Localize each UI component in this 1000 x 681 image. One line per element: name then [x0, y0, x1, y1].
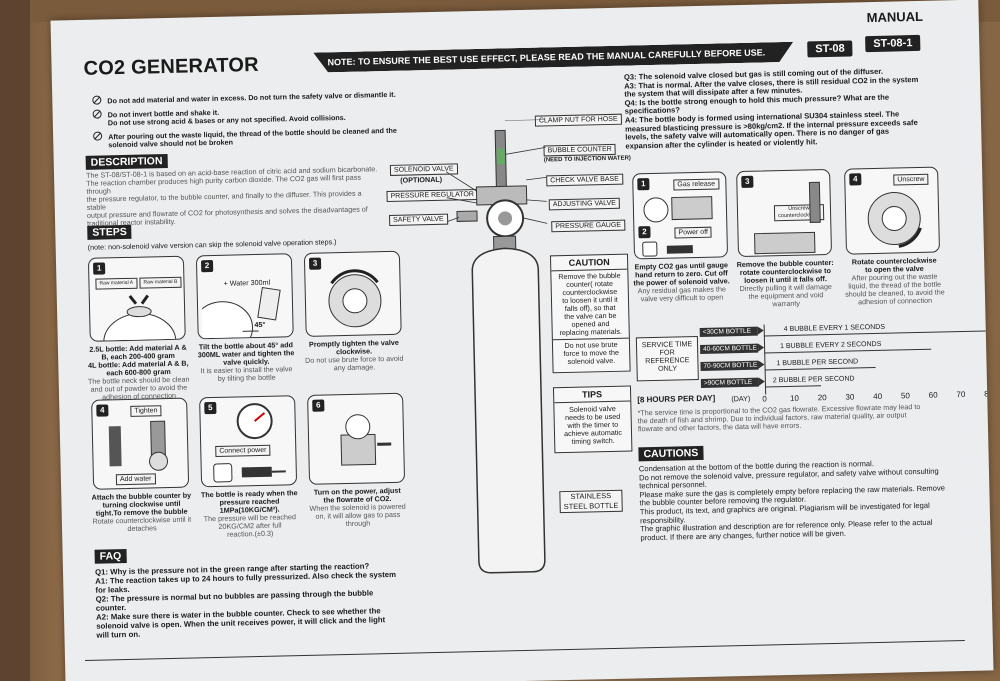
faq-right-text: Q3: The solenoid valve closed but gas is… [623, 66, 919, 151]
pressure-gauge-icon [236, 403, 273, 440]
caution-heading: CAUTION [550, 254, 628, 272]
valve-rotate-icon [328, 269, 382, 328]
manual-sheet: MANUAL CO2 GENERATOR NOTE: TO ENSURE THE… [50, 0, 994, 681]
tag-raw-material-b: Raw material B [139, 276, 182, 289]
note-text: NOTE: TO ENSURE THE BEST USE EFFECT, PLE… [327, 47, 766, 68]
bottle-neck-icon [103, 294, 177, 342]
steps-heading: STEPS [87, 224, 132, 240]
cautions-text: Condensation at the bottom of the bottle… [638, 459, 946, 543]
day-tick-label: 50 [900, 391, 910, 401]
step-2-illustration: 2 + Water 300ml 45° [195, 253, 294, 340]
step-1-caption: 2.5L bottle: Add material A &B, each 200… [87, 342, 190, 402]
tank-size-bar: 70-90CM BOTTLE [700, 360, 759, 371]
manual-label: MANUAL [866, 8, 924, 26]
day-tick-label: 40 [873, 391, 883, 402]
step-5-illustration: 5 Connect power [199, 395, 298, 488]
tilted-bottle-icon [201, 286, 281, 340]
step-1-illustration: 1 Raw material A Raw material B [87, 255, 186, 342]
model-badge-2: ST-08-1 [865, 34, 921, 53]
prohibited-icon [92, 95, 102, 105]
tag-connect-power: Connect power [215, 444, 271, 457]
tips-heading: TIPS [553, 386, 631, 404]
label-safety-valve: SAFETY VALVE [389, 213, 448, 226]
tag-tighten: Tighten [130, 405, 162, 417]
warnings-list: Do not add material and water in excess.… [92, 88, 453, 150]
service-time-chart: (DAY) <30CM BOTTLE 4 BUBBLE EVERY 1 SECON… [699, 315, 993, 406]
step-4-illustration: 4 Tighten Add water [91, 397, 190, 490]
label-optional: (OPTIONAL) [400, 174, 443, 185]
day-tick-label: 70 [956, 389, 966, 400]
steps-note: (note: non-solenoid valve version can sk… [87, 237, 337, 252]
remove-counter-icon [754, 181, 821, 255]
faq-text: Q1: Why is the pressure not in the green… [94, 561, 397, 640]
step-6-illustration: 6 [307, 392, 406, 485]
label-injection-water: (NEED TO INJECTION WATER) [543, 155, 631, 164]
model-badge-1: ST-08 [807, 40, 853, 58]
right-panel-3-caption: Remove the bubble counter:rotate counter… [736, 257, 834, 309]
open-valve-icon [867, 192, 922, 248]
day-tick-label: 60 [928, 390, 938, 400]
gauge-release-icon [643, 196, 713, 223]
day-tick-label: 10 [789, 393, 800, 403]
prohibited-icon [92, 109, 102, 119]
description-heading: DESCRIPTION [85, 153, 168, 170]
day-tick-label: 20 [817, 393, 827, 403]
co2-bottle-diagram [445, 119, 548, 574]
bubble-rate-label: 1 BUBBLE PER SECOND [776, 358, 859, 368]
prohibited-icon [93, 131, 103, 141]
day-axis-label: (DAY) [731, 393, 751, 404]
flow-adjust-icon [340, 414, 392, 466]
bubble-rate-label: 2 BUBBLE PER SECOND [772, 375, 855, 385]
tag-raw-material-a: Raw material A [95, 277, 138, 290]
power-plug-icon [213, 463, 286, 483]
tag-power-off: Power off [674, 226, 713, 239]
bottom-rule [85, 640, 965, 661]
note-banner: NOTE: TO ENSURE THE BEST USE EFFECT, PLE… [313, 42, 793, 73]
step-3-illustration: 3 [303, 250, 402, 337]
bubble-rate-label: 4 BUBBLE EVERY 1 SECONDS [783, 323, 886, 334]
service-days-line [764, 366, 876, 371]
label-check-valve-base: CHECK VALVE BASE [546, 173, 623, 187]
right-panel-4-illustration: 4 Unscrew [844, 166, 940, 255]
bubble-counter-icon [108, 420, 169, 471]
cardboard-side-edge [0, 0, 30, 681]
service-days-line [764, 385, 821, 388]
day-tick-label: 0 [762, 394, 767, 404]
bubble-rate-label: 1 BUBBLE EVERY 2 SECONDS [780, 340, 882, 351]
right-panel-1-illustration: 1 Gas release 2 Power off [632, 171, 729, 260]
faq-heading: FAQ [94, 549, 127, 564]
service-footnote: *The service time is proportional to the… [637, 401, 921, 434]
page-title: CO2 GENERATOR [83, 53, 260, 80]
tank-size-bar: 40-60CM BOTTLE [700, 343, 759, 354]
power-off-icon [642, 241, 693, 257]
description-text: The ST-08/ST-08-1 is based on an acid-ba… [85, 164, 378, 228]
tag-add-water: Add water [115, 473, 156, 486]
cautions-heading: CAUTIONS [638, 445, 704, 462]
label-adjusting-valve: ADJUSTING VALVE [548, 197, 621, 211]
tank-size-bar: <30CM BOTTLE [699, 326, 758, 337]
tank-size-bar: >90CM BOTTLE [700, 377, 759, 388]
label-pressure-gauge: PRESSURE GAUGE [551, 219, 626, 233]
day-tick-label: 30 [845, 392, 855, 402]
